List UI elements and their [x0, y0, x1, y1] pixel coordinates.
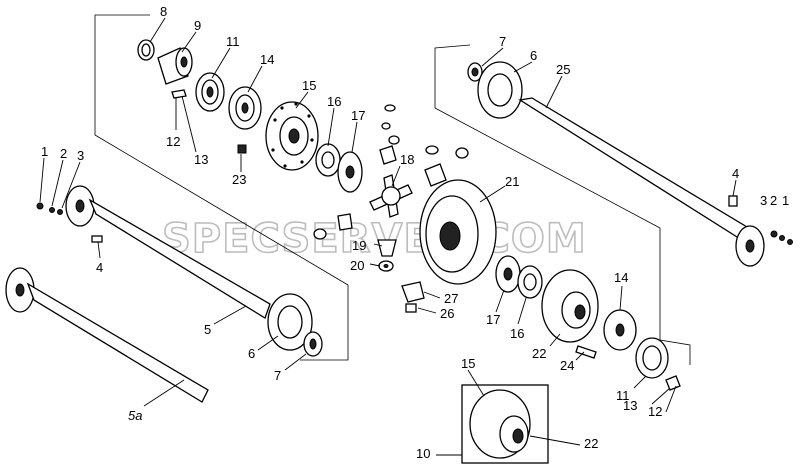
- label-5: 5: [204, 322, 211, 337]
- label-3-right: 3: [760, 193, 767, 208]
- label-24: 24: [560, 358, 574, 373]
- lock-13-12-lower: [665, 375, 681, 391]
- side-gear-17-lower: [495, 255, 521, 293]
- pin-26: [405, 303, 417, 313]
- left-bracket-line: [94, 14, 349, 361]
- label-12-upper: 12: [166, 134, 180, 149]
- thrust-washer-16: [315, 143, 341, 177]
- pinion-19: [377, 239, 397, 257]
- label-16-upper: 16: [327, 94, 341, 109]
- washer-20: [378, 260, 394, 272]
- bearing-11: [195, 72, 225, 112]
- label-15-upper: 15: [302, 78, 316, 93]
- label-27: 27: [444, 291, 458, 306]
- seal-ring-7-lower: [303, 331, 323, 357]
- label-18: 18: [400, 152, 414, 167]
- label-1-right: 1: [782, 193, 789, 208]
- label-2-right: 2: [770, 193, 777, 208]
- label-4-left: 4: [96, 260, 103, 275]
- label-6-lower: 6: [248, 346, 255, 361]
- label-11-lower: 11: [616, 388, 630, 403]
- seal-ring-7-upper: [467, 62, 483, 82]
- ring-gear-21: [419, 179, 497, 285]
- gasket-6-lower: [267, 293, 313, 351]
- axle-shaft-5: [65, 185, 271, 319]
- stud-4-left: [91, 235, 103, 243]
- side-gear-17: [337, 151, 363, 193]
- label-13-upper: 13: [194, 152, 208, 167]
- label-7-lower: 7: [274, 368, 281, 383]
- label-6-upper: 6: [530, 48, 537, 63]
- label-9: 9: [194, 18, 201, 33]
- bolt-24: [575, 345, 597, 359]
- gear-pieces-left: [313, 213, 353, 240]
- thrust-washer-16-lower: [517, 265, 543, 299]
- label-22-lower: 22: [584, 436, 598, 451]
- axle-shaft-5a: [5, 267, 209, 403]
- label-14-upper: 14: [260, 52, 274, 67]
- small-parts-cluster: [379, 104, 469, 187]
- label-22-upper: 22: [532, 346, 546, 361]
- label-2-left: 2: [60, 146, 67, 161]
- bearing-14: [228, 86, 262, 130]
- label-17-lower: 17: [486, 312, 500, 327]
- label-4-right: 4: [732, 166, 739, 181]
- bearing-11-lower: [635, 337, 669, 379]
- label-11-upper: 11: [226, 34, 240, 49]
- label-17-upper: 17: [351, 108, 365, 123]
- case-assembly-10: [461, 384, 549, 464]
- label-13-lower: 13: [623, 398, 637, 413]
- right-bracket-line: [434, 44, 691, 365]
- bolt-23: [237, 144, 247, 154]
- label-25: 25: [556, 62, 570, 77]
- stud-4-right: [728, 195, 738, 207]
- label-16-lower: 16: [510, 326, 524, 341]
- bearing-cone-9: [157, 47, 193, 85]
- label-14-lower: 14: [614, 270, 628, 285]
- label-3-left: 3: [77, 148, 84, 163]
- label-1-left: 1: [41, 144, 48, 159]
- label-26: 26: [440, 306, 454, 321]
- label-20: 20: [350, 258, 364, 273]
- label-19: 19: [352, 238, 366, 253]
- diff-case-half-15: [265, 101, 319, 171]
- label-23: 23: [232, 172, 246, 187]
- studs-1-2-3-left: [36, 202, 63, 215]
- label-5a: 5a: [128, 408, 142, 423]
- axle-shaft-25: [518, 97, 765, 267]
- label-10: 10: [416, 446, 430, 461]
- label-12-lower: 12: [648, 404, 662, 419]
- seal-ring-8: [137, 39, 155, 61]
- label-21: 21: [505, 174, 519, 189]
- gasket-6-upper: [477, 61, 523, 119]
- diff-case-half-22: [541, 269, 599, 343]
- bearing-14-lower: [603, 309, 637, 351]
- lock-12-13: [171, 89, 187, 99]
- label-8: 8: [160, 4, 167, 19]
- studs-1-2-3-right: [770, 230, 793, 245]
- leader-lines: [39, 17, 737, 456]
- spider-18: [369, 174, 413, 218]
- pinion-27: [401, 281, 425, 303]
- label-7-upper: 7: [499, 34, 506, 49]
- watermark: SPECSERVER.COM: [162, 216, 587, 262]
- label-15-lower: 15: [461, 356, 475, 371]
